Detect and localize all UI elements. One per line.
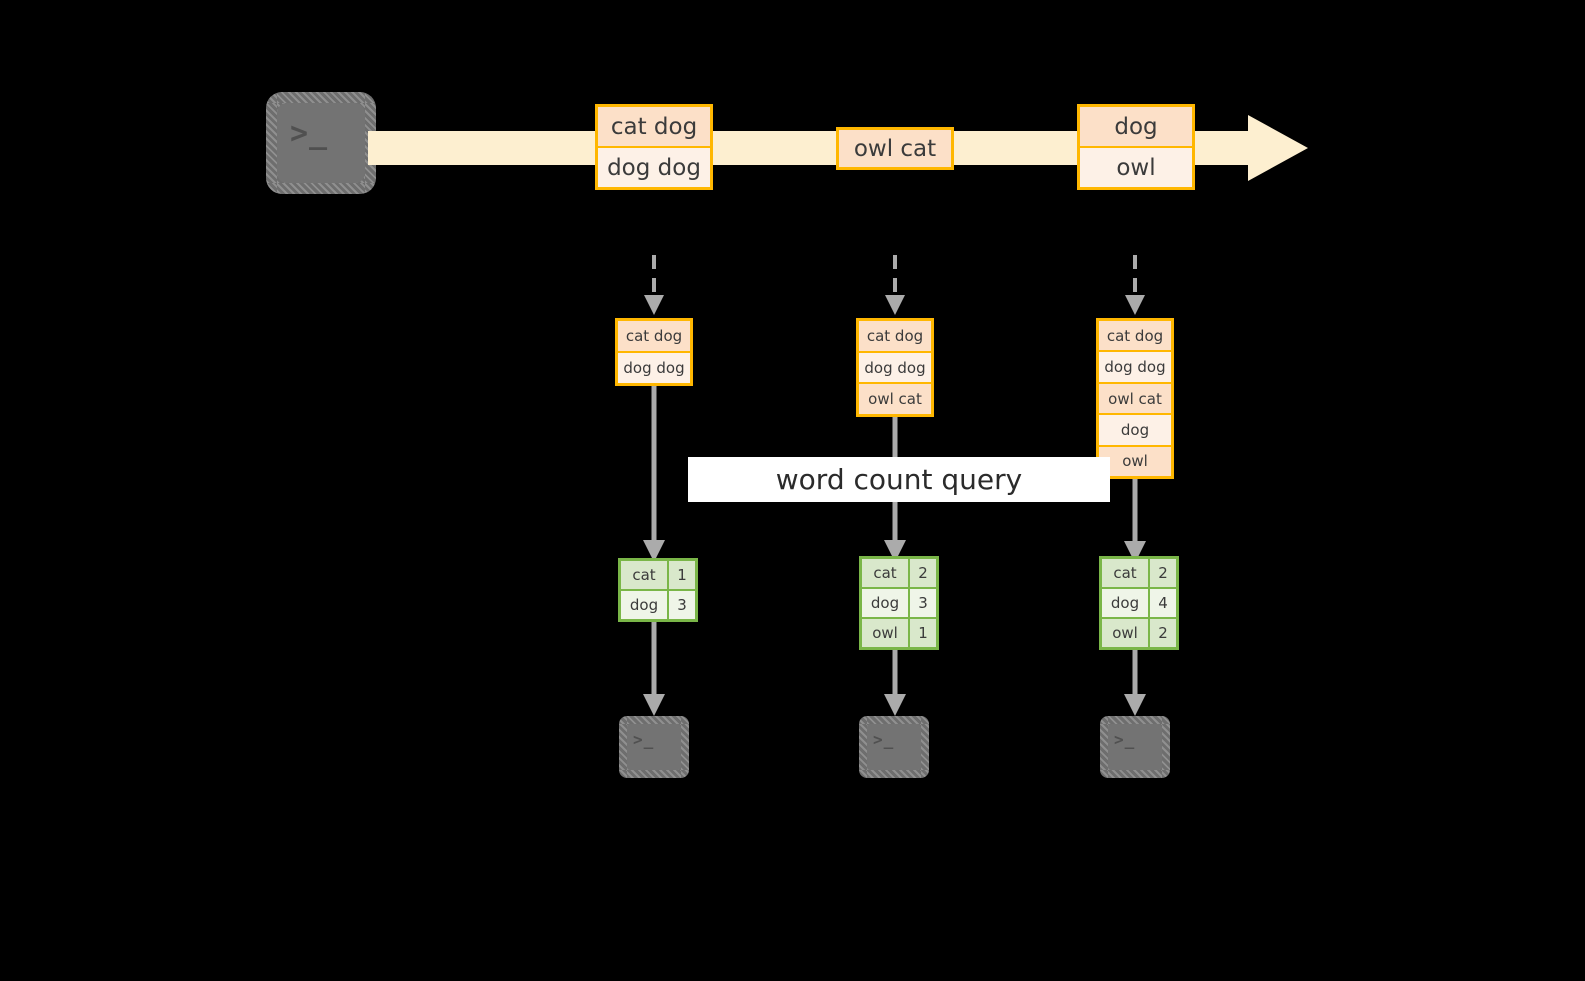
stream-record: cat dog — [598, 107, 710, 146]
result-word: cat — [1102, 559, 1148, 587]
input-row: dog dog — [1099, 352, 1171, 382]
result-count: 1 — [910, 619, 936, 647]
stream-batch-2-records: owl cat — [836, 127, 954, 170]
terminal-screen: >_ — [1108, 724, 1162, 770]
query-label-text: word count query — [775, 463, 1023, 496]
result-word: owl — [1102, 619, 1148, 647]
input-table-batch-1: cat dog dog dog — [615, 318, 693, 386]
source-terminal-icon: >_ — [266, 92, 376, 194]
query-label: word count query — [688, 457, 1110, 502]
input-row: dog dog — [859, 352, 931, 383]
result-table-batch-2: cat 2 dog 3 owl 1 — [859, 556, 939, 650]
result-row: cat 2 — [1102, 559, 1176, 587]
result-word: cat — [621, 561, 667, 589]
result-row: cat 2 — [862, 559, 936, 587]
result-word: dog — [862, 589, 908, 617]
sink-connector-3 — [1121, 650, 1149, 716]
terminal-prompt-glyph: >_ — [290, 116, 329, 151]
stream-batch-3-records: dog owl — [1077, 104, 1195, 190]
dashed-connector-2 — [881, 255, 909, 317]
terminal-prompt-glyph: >_ — [1114, 730, 1136, 749]
sink-connector-1 — [640, 622, 668, 716]
input-row: cat dog — [618, 321, 690, 351]
terminal-screen: >_ — [277, 103, 365, 183]
input-table-batch-2: cat dog dog dog owl cat — [856, 318, 934, 417]
dashed-connector-3 — [1121, 255, 1149, 317]
input-row: owl cat — [1099, 383, 1171, 414]
terminal-prompt-glyph: >_ — [633, 730, 655, 749]
result-count: 2 — [1150, 559, 1176, 587]
result-row: owl 1 — [862, 619, 936, 647]
dashed-connector-1 — [640, 255, 668, 317]
sink-connector-2 — [881, 650, 909, 716]
sink-terminal-icon-2: >_ — [859, 716, 929, 778]
query-connector-1 — [640, 382, 668, 562]
stream-record: dog — [1080, 107, 1192, 146]
result-row: dog 3 — [621, 591, 695, 619]
sink-terminal-icon-1: >_ — [619, 716, 689, 778]
input-table-batch-3: cat dog dog dog owl cat dog owl — [1096, 318, 1174, 479]
result-count: 3 — [910, 589, 936, 617]
input-row: cat dog — [1099, 321, 1171, 351]
stream-record: owl cat — [839, 130, 951, 167]
result-table-batch-1: cat 1 dog 3 — [618, 558, 698, 622]
result-word: cat — [862, 559, 908, 587]
result-count: 4 — [1150, 589, 1176, 617]
result-row: dog 4 — [1102, 589, 1176, 617]
result-word: dog — [1102, 589, 1148, 617]
sink-terminal-icon-3: >_ — [1100, 716, 1170, 778]
result-row: owl 2 — [1102, 619, 1176, 647]
input-row: owl cat — [859, 384, 931, 415]
terminal-prompt-glyph: >_ — [873, 730, 895, 749]
result-word: owl — [862, 619, 908, 647]
result-count: 2 — [910, 559, 936, 587]
input-row: owl — [1099, 446, 1171, 477]
input-row: dog dog — [618, 353, 690, 383]
result-word: dog — [621, 591, 667, 619]
result-count: 2 — [1150, 619, 1176, 647]
input-row: dog — [1099, 415, 1171, 445]
input-row: cat dog — [859, 321, 931, 351]
query-connector-3 — [1121, 473, 1149, 563]
stream-batch-1-records: cat dog dog dog — [595, 104, 713, 190]
stream-record: owl — [1080, 148, 1192, 187]
terminal-screen: >_ — [627, 724, 681, 770]
result-row: cat 1 — [621, 561, 695, 589]
result-count: 3 — [669, 591, 695, 619]
result-table-batch-3: cat 2 dog 4 owl 2 — [1099, 556, 1179, 650]
stream-record: dog dog — [598, 148, 710, 187]
result-count: 1 — [669, 561, 695, 589]
terminal-screen: >_ — [867, 724, 921, 770]
result-row: dog 3 — [862, 589, 936, 617]
